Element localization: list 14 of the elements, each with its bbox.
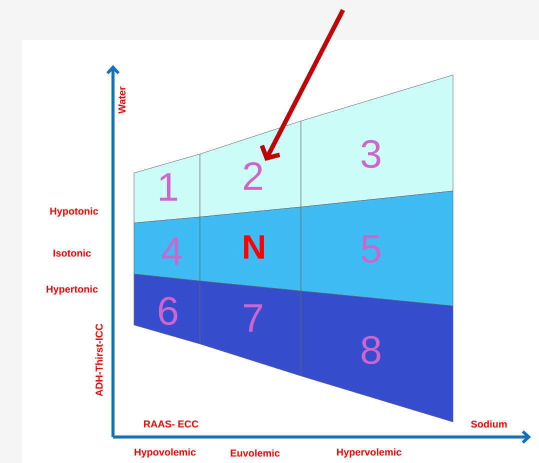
category-label: Isotonic <box>54 249 91 257</box>
axis-label: Water <box>118 86 126 114</box>
arrow <box>260 8 345 161</box>
category-label: Hypertonic <box>46 285 98 295</box>
category-label: RAAS- ECC <box>144 420 198 428</box>
axis-label: Sodium <box>471 420 507 428</box>
category-label: Euvolemic <box>230 449 280 457</box>
axis-label: ADH-Thirst-ICC <box>95 324 103 396</box>
grid-cell: 6 <box>134 274 200 344</box>
grid-cell: N <box>200 206 302 292</box>
category-label: Hypervolemic <box>337 448 402 458</box>
grid-cell: 1 <box>134 154 200 224</box>
category-label: Hypovolemic <box>134 448 196 458</box>
category-label: Hypotonic <box>50 207 98 217</box>
